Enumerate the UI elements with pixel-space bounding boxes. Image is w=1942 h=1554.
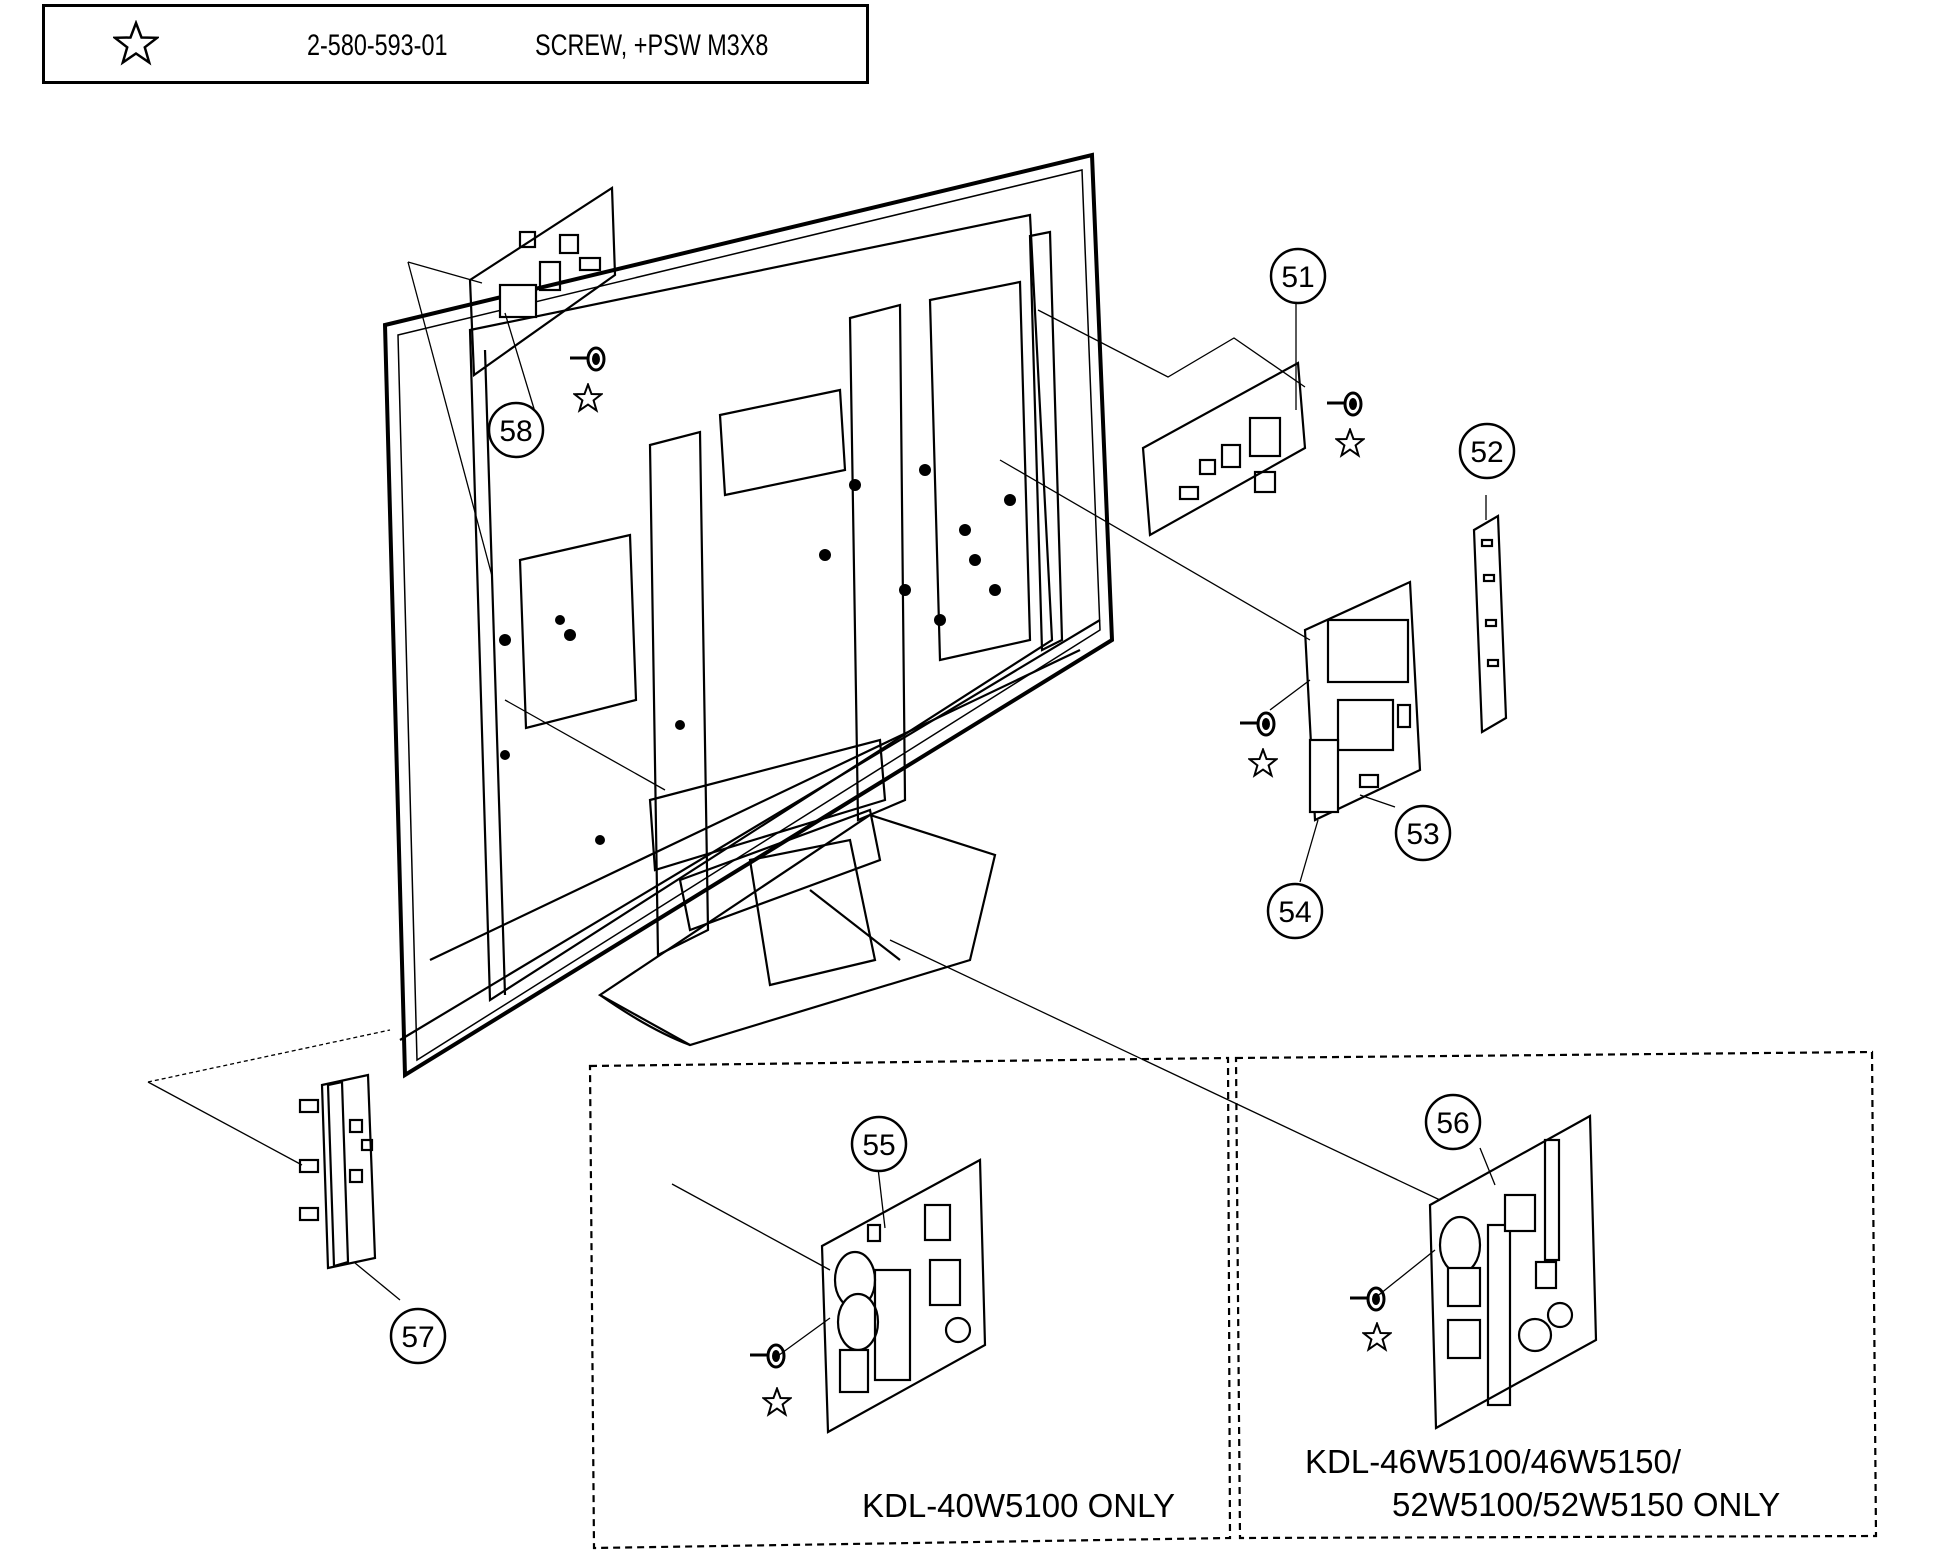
note-kdl40-only: KDL-40W5100 ONLY bbox=[862, 1487, 1176, 1524]
svg-text:52: 52 bbox=[1470, 436, 1503, 469]
screw-55 bbox=[748, 1343, 786, 1369]
callout-54: 54 bbox=[1266, 882, 1324, 940]
callout-52: 52 bbox=[1458, 422, 1516, 480]
svg-text:54: 54 bbox=[1278, 896, 1311, 929]
callout-55: 55 bbox=[850, 1115, 908, 1173]
screw-56 bbox=[1348, 1286, 1386, 1312]
svg-text:53: 53 bbox=[1406, 818, 1439, 851]
board-55 bbox=[820, 1158, 987, 1434]
tv-chassis bbox=[382, 152, 1115, 1079]
board-53-54 bbox=[1303, 580, 1422, 822]
callout-56: 56 bbox=[1424, 1093, 1482, 1151]
screw-51 bbox=[1325, 391, 1363, 417]
svg-text:58: 58 bbox=[499, 415, 532, 448]
board-52 bbox=[1472, 514, 1508, 734]
legend-part-number: 2-580-593-01 bbox=[307, 29, 448, 62]
legend-description: SCREW, +PSW M3X8 bbox=[535, 29, 769, 62]
star-58 bbox=[573, 383, 603, 412]
region-kdl40 bbox=[588, 1056, 1232, 1550]
star-53 bbox=[1248, 748, 1278, 777]
note-kdl46-line2: 52W5100/52W5150 ONLY bbox=[1392, 1486, 1781, 1523]
svg-text:57: 57 bbox=[401, 1321, 434, 1354]
svg-text:56: 56 bbox=[1436, 1107, 1469, 1140]
tv-stand bbox=[597, 813, 997, 1047]
board-57 bbox=[298, 1073, 377, 1270]
legend-box: 2-580-593-01 SCREW, +PSW M3X8 bbox=[42, 4, 869, 84]
svg-text:55: 55 bbox=[862, 1129, 895, 1162]
region-kdl46-52 bbox=[1234, 1050, 1878, 1540]
board-51 bbox=[1141, 361, 1307, 537]
svg-text:51: 51 bbox=[1281, 261, 1314, 294]
board-56 bbox=[1428, 1114, 1598, 1430]
callout-58: 58 bbox=[487, 401, 545, 459]
star-51 bbox=[1335, 428, 1365, 457]
chassis-holes bbox=[499, 464, 1016, 845]
screw-58 bbox=[568, 346, 606, 372]
note-kdl46-line1: KDL-46W5100/46W5150/ bbox=[1305, 1443, 1682, 1480]
screw-53 bbox=[1238, 711, 1276, 737]
star-55 bbox=[762, 1387, 792, 1416]
callout-57: 57 bbox=[389, 1307, 447, 1365]
callout-53: 53 bbox=[1394, 804, 1452, 862]
board-58 bbox=[468, 186, 617, 378]
star-56 bbox=[1362, 1322, 1392, 1351]
callout-51: 51 bbox=[1269, 247, 1327, 305]
star-icon bbox=[113, 20, 159, 66]
